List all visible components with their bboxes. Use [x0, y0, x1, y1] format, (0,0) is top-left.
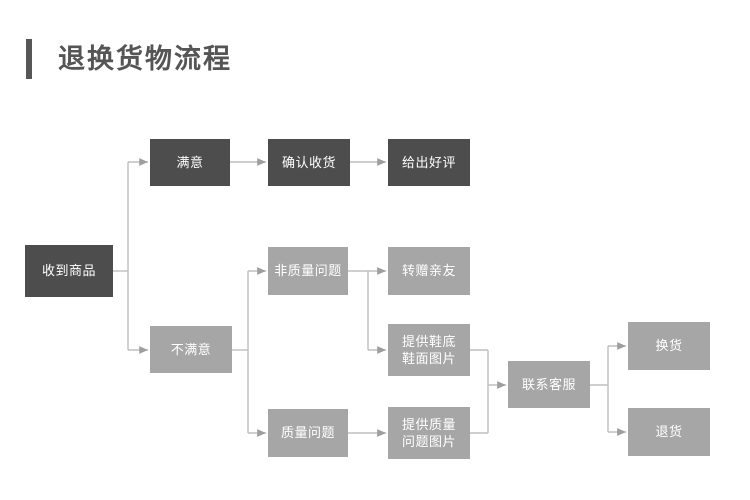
node-exchange[interactable]: 换货 [628, 322, 710, 370]
node-exchange-label: 换货 [655, 338, 683, 354]
node-shoephoto[interactable]: 提供鞋底 鞋面图片 [388, 324, 470, 376]
node-unsatisfied-label: 不满意 [170, 341, 212, 357]
node-service[interactable]: 联系客服 [508, 361, 590, 408]
node-goodreview[interactable]: 给出好评 [388, 139, 470, 186]
node-satisfied[interactable]: 满意 [150, 139, 230, 186]
page-title: 退换货物流程 [26, 38, 232, 80]
node-satisfied-label: 满意 [176, 154, 204, 170]
node-refund[interactable]: 退货 [628, 408, 710, 456]
node-qualityphoto-label: 提供质量 问题图片 [401, 416, 456, 449]
node-received[interactable]: 收到商品 [25, 245, 113, 297]
node-confirm[interactable]: 确认收货 [268, 139, 350, 186]
node-gift[interactable]: 转赠亲友 [388, 247, 470, 295]
node-goodreview-label: 给出好评 [401, 154, 456, 170]
page-title-text: 退换货物流程 [58, 43, 232, 74]
node-confirm-label: 确认收货 [281, 154, 336, 170]
node-shoephoto-label: 提供鞋底 鞋面图片 [401, 333, 456, 366]
node-refund-label: 退货 [655, 424, 683, 440]
node-received-label: 收到商品 [41, 263, 96, 279]
node-quality[interactable]: 质量问题 [268, 409, 348, 457]
node-quality-label: 质量问题 [280, 425, 335, 441]
node-qualityphoto[interactable]: 提供质量 问题图片 [388, 407, 470, 459]
node-nonquality[interactable]: 非质量问题 [268, 247, 348, 295]
node-nonquality-label: 非质量问题 [274, 263, 342, 279]
node-service-label: 联系客服 [521, 376, 576, 392]
node-unsatisfied[interactable]: 不满意 [150, 326, 232, 373]
title-accent-bar [26, 39, 32, 79]
node-gift-label: 转赠亲友 [401, 263, 456, 279]
